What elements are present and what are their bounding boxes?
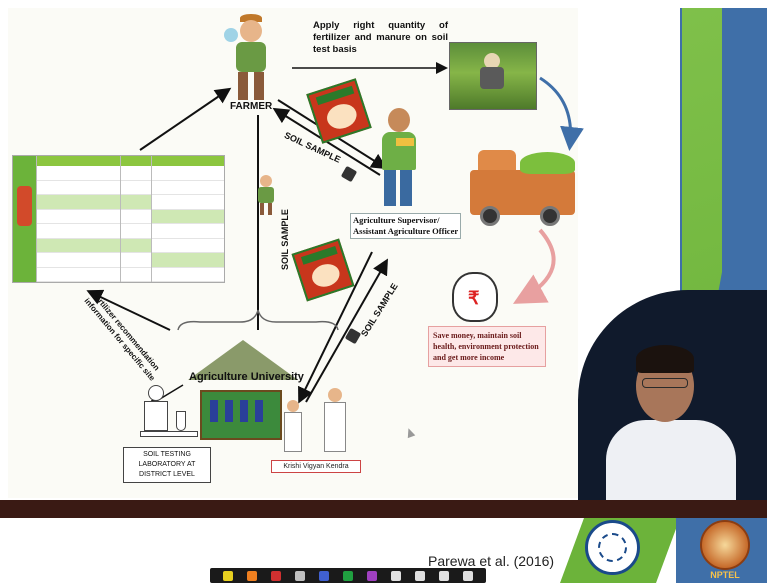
line-icon[interactable]	[391, 570, 401, 581]
supervisor-line1: Agriculture Supervisor/	[353, 215, 440, 225]
presenter-hair	[636, 345, 694, 373]
diagram-arrows	[86, 62, 584, 407]
highlighter-icon[interactable]	[247, 570, 257, 581]
clear-icon[interactable]	[463, 570, 473, 581]
card-cover	[13, 156, 37, 282]
pen-green-icon[interactable]	[343, 570, 353, 581]
building-window	[255, 400, 263, 422]
card-column	[152, 156, 225, 282]
save-money-text: Save money, maintain soil health, enviro…	[428, 326, 546, 367]
shape-icon[interactable]	[415, 570, 425, 581]
agriculture-university-label: Agriculture University	[189, 371, 304, 383]
eraser-icon[interactable]	[295, 570, 305, 581]
soil-testing-lab-label: SOIL TESTING LABORATORY AT DISTRICT LEVE…	[123, 447, 211, 483]
pen-icon[interactable]	[223, 570, 233, 581]
presenter-glasses	[642, 378, 688, 388]
presenter-video	[578, 290, 767, 500]
arrow-field-to-truck	[539, 76, 584, 151]
supervisor-line2: Assistant Agriculture Officer	[353, 226, 459, 236]
card-column	[36, 156, 121, 282]
arrow-supervisor-to-farmer	[272, 107, 381, 176]
crop-field-icon	[449, 42, 537, 110]
supervisor-label: Agriculture Supervisor/ Assistant Agricu…	[350, 213, 462, 239]
truck-cargo	[520, 152, 575, 174]
apply-fertilizer-text: Apply right quantity of fertilizer and m…	[313, 20, 448, 55]
building-window	[210, 400, 218, 422]
pen-blue-icon[interactable]	[319, 570, 329, 581]
truck-wheel	[480, 206, 500, 226]
undo-icon[interactable]	[439, 570, 449, 581]
card-column	[120, 156, 153, 282]
arrow-university-to-card	[86, 289, 171, 331]
nptel-label: NPTEL	[710, 570, 740, 580]
arrow-truck-to-money	[512, 228, 556, 304]
presenter-body	[606, 420, 736, 500]
rupee-symbol: ₹	[468, 288, 480, 308]
farmer-label: FARMER	[230, 101, 273, 112]
lab-icon	[140, 385, 200, 445]
supervisor-icon	[374, 108, 422, 208]
farmer-icon	[224, 14, 276, 102]
soil-health-card-table	[12, 155, 225, 283]
building-window	[225, 400, 233, 422]
arrow-card-to-farmer	[139, 87, 232, 151]
truck-wheel	[540, 206, 560, 226]
iit-logo-icon	[585, 520, 640, 575]
scientist-icon	[322, 388, 348, 456]
nptel-logo-icon	[700, 520, 750, 570]
building-window	[240, 400, 248, 422]
brace-university	[177, 309, 339, 331]
money-bag-icon	[452, 272, 498, 322]
pen-purple-icon[interactable]	[367, 570, 377, 581]
arrow-kvk-to-supervisor	[305, 258, 388, 403]
marker-icon[interactable]	[271, 570, 281, 581]
citation-text: Parewa et al. (2016)	[428, 553, 555, 569]
footer-dark-strip	[0, 500, 767, 518]
soil-sample-label-middle: SOIL SAMPLE	[280, 209, 290, 270]
small-farmer-icon	[254, 175, 278, 215]
annotation-toolbar[interactable]	[210, 568, 486, 583]
scientist-icon	[282, 400, 304, 455]
krishi-vigyan-kendra-label: Krishi Vigyan Kendra	[271, 460, 361, 473]
